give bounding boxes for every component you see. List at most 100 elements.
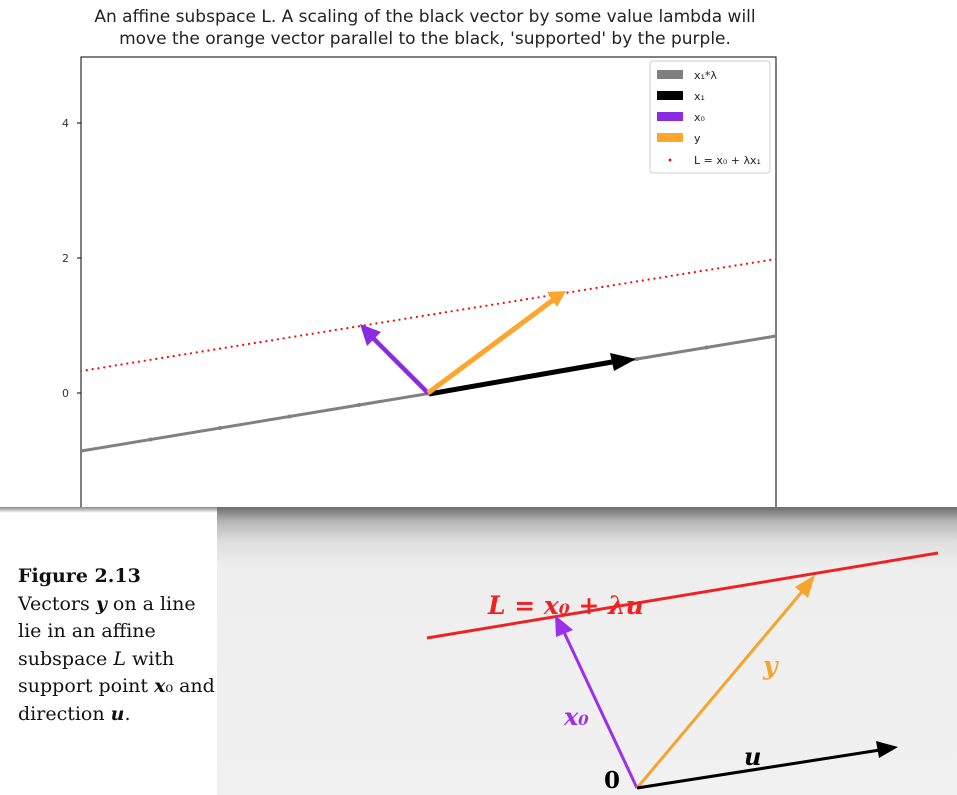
vector-y [426, 291, 566, 396]
affine-line-point [751, 261, 754, 264]
legend-swatch-scaled [657, 70, 683, 79]
affine-line-point [537, 296, 540, 299]
affine-line-point [207, 349, 210, 352]
affine-line-point [334, 328, 337, 331]
vector-x0 [360, 324, 430, 395]
affine-line-point [462, 308, 465, 311]
affine-line-point [218, 347, 222, 350]
affine-line-point [531, 297, 534, 300]
affine-line-point [189, 352, 193, 355]
affine-line-point [126, 362, 129, 365]
affine-line-point [201, 350, 204, 353]
affine-line-point [641, 279, 644, 282]
affine-line-point [253, 341, 256, 345]
affine-line-point [456, 309, 459, 312]
line-label-L: L = x₀ + λu [487, 591, 644, 620]
affine-line-point [630, 281, 633, 284]
affine-line-point [242, 343, 245, 346]
affine-line-point [728, 265, 731, 268]
affine-line-point [213, 348, 216, 351]
y-arrow-shaft [635, 586, 808, 789]
affine-line-point [566, 291, 569, 294]
affine-line-point [149, 358, 152, 361]
affine-line-point [236, 344, 239, 347]
affine-line-point [595, 286, 598, 289]
affine-line-point [398, 318, 401, 321]
affine-line-point [699, 270, 702, 273]
u-arrow-shaft [636, 748, 881, 790]
legend-swatch-x0 [657, 112, 683, 121]
vector-x1 [428, 353, 636, 397]
affine-line-point [670, 274, 673, 277]
affine-line-point [300, 334, 303, 337]
affine-line-point [763, 259, 766, 262]
plot-title-line1: An affine subspace L. A scaling of the b… [94, 7, 756, 27]
affine-line-point [381, 321, 384, 324]
caption-label: Figure 2.13 [18, 565, 141, 587]
y-tick-label: 0 [62, 387, 69, 400]
affine-line-point [502, 301, 505, 304]
scaled-line-point [357, 403, 361, 407]
affine-line-point [352, 326, 355, 329]
affine-line-point [444, 311, 447, 314]
affine-line-point [81, 369, 83, 373]
affine-line-point [479, 305, 482, 308]
scaled-line-point [774, 334, 776, 338]
vector-y-shaft [426, 297, 555, 396]
affine-line-point [635, 280, 639, 283]
affine-line-point [386, 320, 390, 323]
legend-label: x₀ [694, 111, 706, 124]
affine-line-point [103, 366, 106, 369]
affine-line-point [664, 275, 668, 278]
affine-line-point [108, 365, 112, 368]
plot-title: An affine subspace L. A scaling of the b… [0, 6, 850, 50]
affine-line-point [346, 327, 349, 330]
y-arrow-head [795, 575, 815, 598]
textbook-figure: Figure 2.13 Vectors y on a line lie in a… [0, 507, 957, 795]
affine-line-point [688, 271, 691, 275]
affine-line-point [774, 257, 776, 261]
origin-label: 0 [604, 767, 620, 794]
affine-line-point [520, 299, 523, 302]
affine-line-point [624, 282, 627, 285]
scaled-line-point [81, 449, 83, 453]
affine-line-point [184, 353, 187, 356]
affine-line-point [757, 260, 760, 263]
affine-line-point [722, 266, 726, 269]
affine-line-point [618, 283, 621, 286]
affine-line-point [711, 268, 714, 271]
affine-line-point [276, 338, 279, 341]
affine-line-point [508, 300, 511, 303]
affine-line-point [195, 351, 198, 354]
affine-line-point [647, 278, 650, 281]
affine-line-point [496, 302, 500, 305]
affine-line-point [97, 367, 100, 370]
affine-line-point [682, 272, 685, 275]
affine-line-point [433, 313, 436, 316]
affine-line-point [525, 298, 529, 301]
separator-shadow [0, 507, 217, 513]
plot-legend: x₁*λ x₁ x₀ y L = x₀ + λx₁ [649, 60, 771, 174]
affine-line-point [323, 330, 326, 333]
affine-line-point [357, 325, 361, 328]
affine-line-L [81, 257, 776, 373]
y-axis: 4 2 0 [62, 117, 81, 400]
affine-line-point [439, 312, 442, 315]
affine-line-point [265, 340, 268, 343]
x0-label: x₀ [563, 702, 589, 731]
affine-line-point [340, 327, 343, 331]
affine-line-point [294, 335, 297, 338]
affine-line-point [166, 355, 169, 359]
affine-line-point [132, 361, 135, 364]
affine-line-point [172, 355, 175, 358]
affine-line-point [230, 345, 233, 348]
affine-line-point [288, 336, 291, 339]
affine-line-point [369, 323, 372, 326]
y-tick-label: 2 [62, 252, 69, 265]
affine-line-point [514, 299, 517, 303]
affine-line-point [91, 368, 94, 371]
affine-line-point [282, 337, 285, 340]
legend-label: L = x₀ + λx₁ [694, 154, 761, 167]
vector-x1-head [610, 353, 636, 371]
legend-label: y [694, 132, 701, 145]
